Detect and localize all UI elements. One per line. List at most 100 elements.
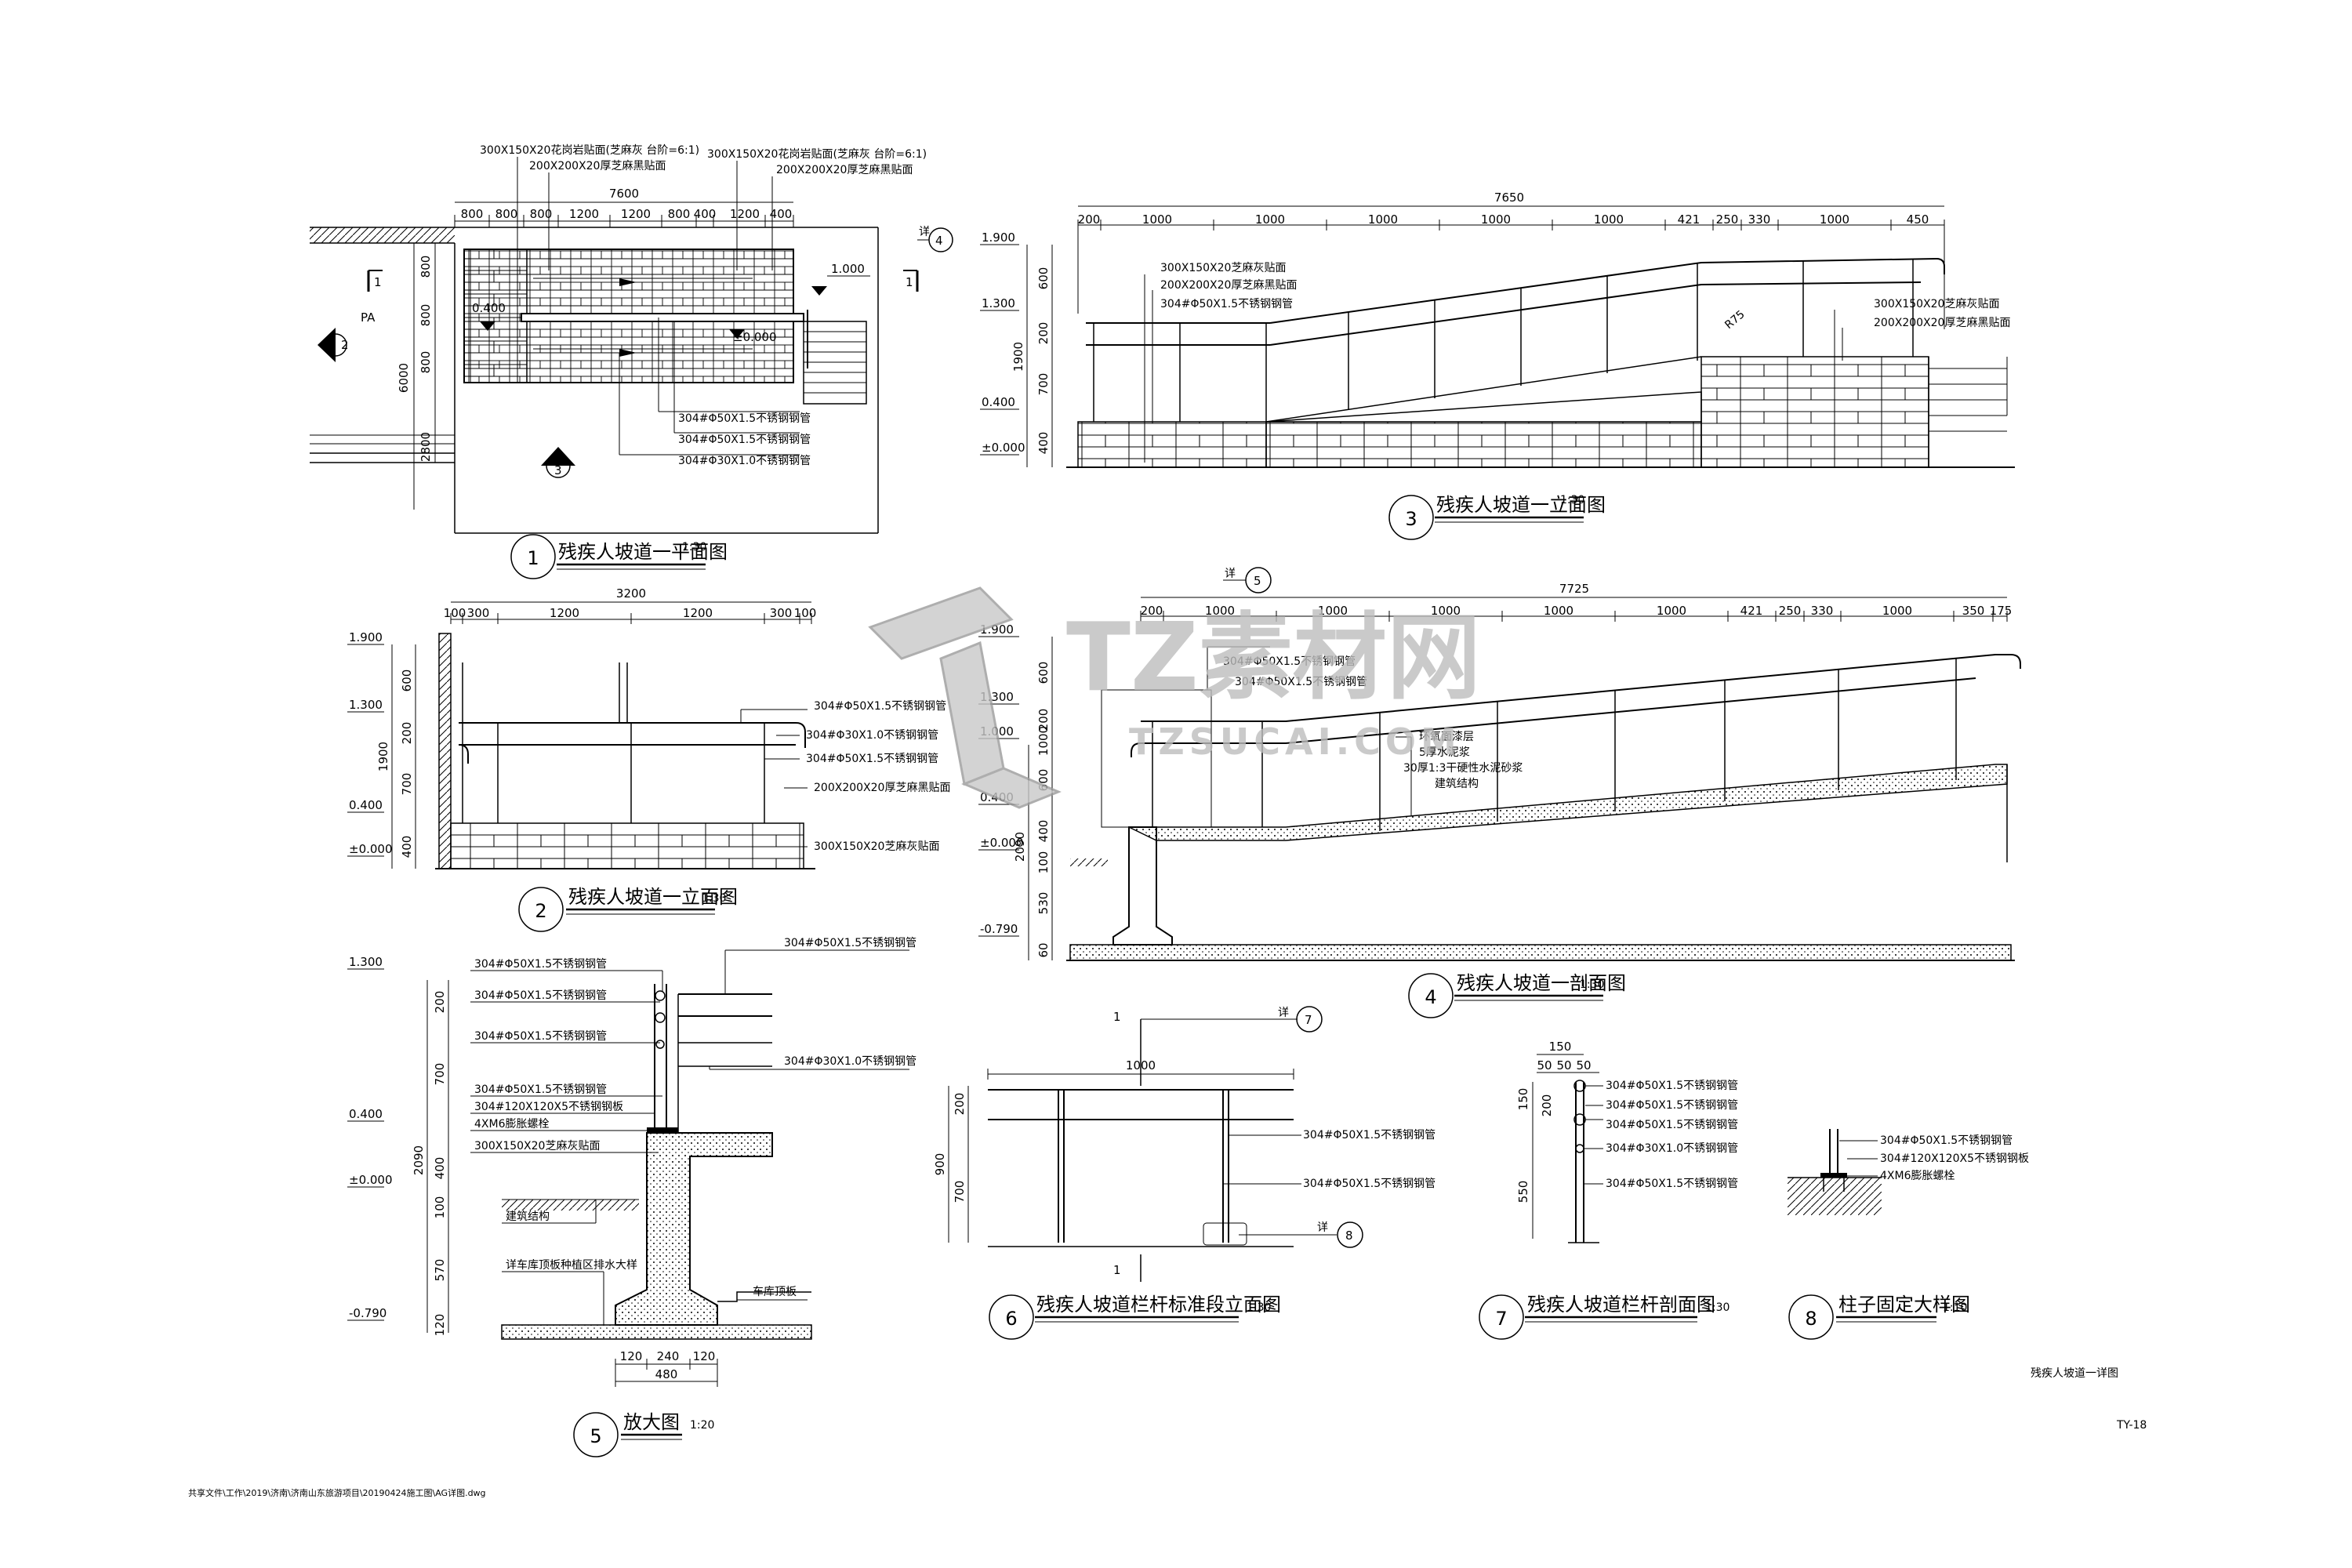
sect4-left-dim: 100 [1036,851,1051,874]
section-4-view: 7725 200 1000 1000 1000 1000 1000 421 25… [978,567,2021,1018]
elevation-2-view: 3200 100 300 1200 1200 300 100 1.900 1.3… [347,586,950,932]
elev2-level: ±0.000 [349,842,393,856]
plan-ref-number: 2 [341,338,349,352]
plan-top-dim: 800 [495,207,518,221]
elev2-level: 1.300 [349,698,383,712]
detail8-material-label: 304#Φ50X1.5不锈钢钢管 [1880,1134,2013,1147]
detail7-title-circle [1479,1294,1524,1340]
detail5-left-dim: 100 [433,1196,447,1219]
plan-left-dim: 800 [419,256,433,278]
elev3-top-dim: 421 [1678,212,1700,227]
detail6-cut-label: 1 [1113,1263,1121,1277]
elev2-overall-dim: 3200 [616,586,646,601]
detail5-level: 0.400 [349,1107,383,1121]
elev3-level: 1.300 [982,296,1015,310]
plan-top-dim: 1200 [730,207,760,221]
detail-8-view: 304#Φ50X1.5不锈钢钢管 304#120X120X5不锈钢钢板 4XM6… [1788,1129,2029,1340]
plan-title-circle [510,534,556,579]
sect4-detail-ref: 详 [1225,568,1236,580]
sect4-title: 残疾人坡道一剖面图 [1457,972,1626,994]
sect4-scale: 1:30 [1580,978,1604,991]
sect4-ref-number: 5 [1254,574,1261,588]
detail5-level: ±0.000 [349,1173,393,1187]
detail6-material-label: 304#Φ50X1.5不锈钢钢管 [1303,1178,1436,1190]
plan-material-label: 200X200X20厚芝麻黑贴面 [776,164,913,176]
detail5-level: -0.790 [349,1306,387,1320]
detail6-detail-ref: 详 [1317,1221,1328,1234]
elev2-top-dim: 100 [794,606,817,620]
elev3-material-label: 304#Φ50X1.5不锈钢钢管 [1160,298,1293,310]
elev3-left-dim: 1900 [1011,342,1025,372]
elev3-title-circle [1388,495,1434,540]
elev2-top-dim: 1200 [683,606,713,620]
sheet-number: TY-18 [2116,1419,2147,1432]
detail7-top-dim: 150 [1549,1040,1572,1054]
detail-5-view: 1.300 0.400 ±0.000 -0.790 200 700 2090 4… [347,937,916,1457]
detail7-scale: 1:30 [1705,1301,1730,1314]
elev2-top-dim: 300 [467,606,490,620]
detail7-material-label: 304#Φ50X1.5不锈钢钢管 [1606,1099,1738,1112]
sect4-top-dim: 200 [1141,604,1163,618]
detail6-left-dim: 700 [953,1181,967,1203]
sect4-level: -0.790 [980,922,1018,936]
detail6-left-dim: 900 [933,1153,947,1176]
detail6-detail-ref: 详 [1278,1007,1289,1019]
detail5-left-dim: 200 [433,991,447,1014]
sect4-material-label: 304#Φ50X1.5不锈钢钢管 [1223,655,1356,668]
elev2-material-label: 304#Φ50X1.5不锈钢钢管 [814,700,946,713]
detail5-scale: 1:20 [690,1419,714,1432]
detail5-material-label: 304#Φ50X1.5不锈钢钢管 [474,1030,607,1043]
detail5-left-dim: 120 [433,1314,447,1337]
plan-top-dim: 400 [770,207,793,221]
detail7-material-label: 304#Φ50X1.5不锈钢钢管 [1606,1119,1738,1131]
plan-pa-label: PA [361,310,376,325]
elev3-material-label: 200X200X20厚芝麻黑贴面 [1874,317,2010,329]
elev3-level: ±0.000 [982,441,1025,455]
plan-view: 7600 800 800 800 1200 1200 800 400 1200 … [310,144,953,579]
elev3-title-number: 3 [1405,508,1417,530]
plan-title: 残疾人坡道一平面图 [558,541,728,563]
sect4-level: ±0.000 [980,836,1024,850]
plan-top-dim: 800 [461,207,484,221]
sect4-left-dim: 200 [1036,709,1051,731]
sect4-title-circle [1408,973,1454,1018]
detail5-material-label: 304#Φ50X1.5不锈钢钢管 [474,958,607,971]
plan-scale: 1:30 [682,541,706,554]
detail8-scale: 1:10 [1943,1301,1967,1314]
sect4-overall-dim: 7725 [1559,582,1589,596]
plan-material-label: 200X200X20厚芝麻黑贴面 [529,160,666,172]
elev3-top-dim: 1000 [1368,212,1398,227]
plan-ref-number: 4 [935,234,943,248]
detail5-bottom-dim: 240 [657,1349,680,1363]
detail7-title-number: 7 [1495,1308,1507,1330]
detail5-material-label: 4XM6膨胀螺栓 [474,1117,549,1131]
elev3-radius: R75 [1722,308,1747,332]
plan-level: 0.400 [472,301,506,315]
elev3-scale: 1:30 [1560,494,1584,506]
sect4-top-dim: 1000 [1657,604,1686,618]
sect4-top-dim: 1000 [1882,604,1912,618]
plan-left-dim: 800 [419,304,433,327]
detail7-top-dim: 50 [1556,1058,1571,1073]
elev3-title: 残疾人坡道一立面图 [1436,494,1606,516]
elev3-material-label: 300X150X20芝麻灰贴面 [1160,262,1286,274]
detail5-material-label: 详车库顶板种植区排水大样 [506,1258,637,1272]
sect4-left-dim: 600 [1036,662,1051,684]
elev2-material-label: 300X150X20芝麻灰贴面 [814,840,939,853]
detail6-ref-circle [1337,1221,1363,1248]
detail5-rail-label: 304#Φ30X1.0不锈钢钢管 [784,1055,916,1068]
plan-cut-label: 1 [906,275,913,289]
detail5-material-label: 304#Φ50X1.5不锈钢钢管 [474,989,607,1002]
plan-top-dim: 400 [694,207,717,221]
sect4-top-dim: 1000 [1318,604,1348,618]
detail6-left-dim: 200 [953,1093,967,1116]
elev2-title: 残疾人坡道一立面图 [568,886,738,908]
detail5-bottom-dim: 120 [693,1349,716,1363]
plan-material-label: 304#Φ50X1.5不锈钢钢管 [678,434,811,446]
elev3-top-dim: 1000 [1594,212,1624,227]
detail5-material-label: 304#Φ50X1.5不锈钢钢管 [474,1083,607,1096]
detail6-scale: 1:30 [1247,1301,1271,1314]
elev2-top-dim: 1200 [550,606,579,620]
sect4-top-dim: 175 [1990,604,2013,618]
